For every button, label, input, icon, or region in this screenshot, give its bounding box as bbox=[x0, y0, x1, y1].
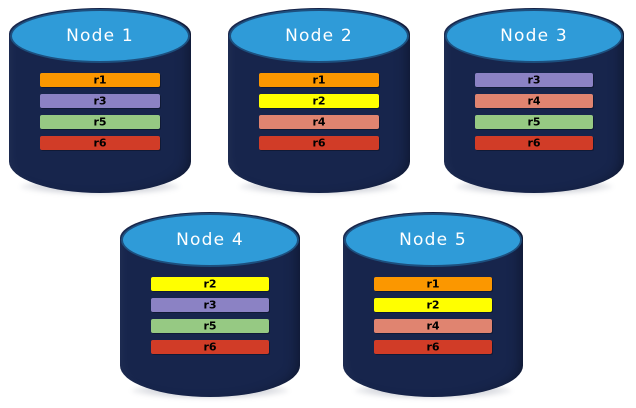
node-cylinder-5[interactable]: Node 5 r1 r2 r4 r6 bbox=[343, 212, 523, 399]
record-list: r1 r2 r4 r6 bbox=[258, 72, 380, 150]
record-bar-r6[interactable]: r6 bbox=[150, 339, 270, 354]
record-label: r4 bbox=[426, 319, 440, 333]
record-label: r2 bbox=[426, 298, 440, 312]
record-bar-r4[interactable]: r4 bbox=[474, 93, 594, 108]
record-bar-r3[interactable]: r3 bbox=[39, 93, 161, 108]
record-label: r3 bbox=[203, 298, 217, 312]
record-bar-r4[interactable]: r4 bbox=[373, 318, 493, 333]
record-bar-r1[interactable]: r1 bbox=[258, 72, 380, 87]
node-title: Node 1 bbox=[66, 26, 134, 47]
record-list: r1 r3 r5 r6 bbox=[39, 72, 161, 150]
record-bar-r2[interactable]: r2 bbox=[258, 93, 380, 108]
node-title: Node 5 bbox=[399, 230, 467, 251]
record-bar-r1[interactable]: r1 bbox=[373, 276, 493, 291]
record-label: r6 bbox=[312, 136, 326, 150]
node-top-disc: Node 2 bbox=[228, 9, 410, 63]
node-cylinder-4[interactable]: Node 4 r2 r3 r5 r6 bbox=[120, 212, 300, 399]
record-label: r1 bbox=[426, 277, 440, 291]
record-label: r6 bbox=[426, 340, 440, 354]
record-label: r5 bbox=[527, 115, 541, 129]
record-bar-r5[interactable]: r5 bbox=[150, 318, 270, 333]
record-label: r1 bbox=[312, 73, 326, 87]
record-label: r4 bbox=[527, 94, 541, 108]
record-label: r2 bbox=[203, 277, 217, 291]
record-label: r3 bbox=[527, 73, 541, 87]
node-cylinder-1[interactable]: Node 1 r1 r3 r5 r6 bbox=[9, 8, 191, 195]
node-top-disc: Node 3 bbox=[444, 9, 624, 63]
record-list: r1 r2 r4 r6 bbox=[373, 276, 493, 354]
record-bar-r5[interactable]: r5 bbox=[39, 114, 161, 129]
record-label: r4 bbox=[312, 115, 326, 129]
node-title: Node 4 bbox=[176, 230, 244, 251]
record-bar-r1[interactable]: r1 bbox=[39, 72, 161, 87]
record-list: r3 r4 r5 r6 bbox=[474, 72, 594, 150]
record-label: r5 bbox=[93, 115, 107, 129]
record-label: r6 bbox=[527, 136, 541, 150]
record-bar-r2[interactable]: r2 bbox=[150, 276, 270, 291]
record-label: r2 bbox=[312, 94, 326, 108]
record-label: r3 bbox=[93, 94, 107, 108]
record-label: r6 bbox=[93, 136, 107, 150]
record-label: r1 bbox=[93, 73, 107, 87]
node-cylinder-2[interactable]: Node 2 r1 r2 r4 r6 bbox=[228, 8, 410, 195]
record-label: r5 bbox=[203, 319, 217, 333]
record-bar-r6[interactable]: r6 bbox=[474, 135, 594, 150]
record-label: r6 bbox=[203, 340, 217, 354]
record-bar-r4[interactable]: r4 bbox=[258, 114, 380, 129]
node-top-disc: Node 5 bbox=[343, 213, 523, 267]
record-bar-r5[interactable]: r5 bbox=[474, 114, 594, 129]
record-list: r2 r3 r5 r6 bbox=[150, 276, 270, 354]
node-top-disc: Node 1 bbox=[9, 9, 191, 63]
record-bar-r6[interactable]: r6 bbox=[258, 135, 380, 150]
node-cylinder-3[interactable]: Node 3 r3 r4 r5 r6 bbox=[444, 8, 624, 195]
record-bar-r6[interactable]: r6 bbox=[373, 339, 493, 354]
node-title: Node 3 bbox=[500, 26, 568, 47]
record-bar-r3[interactable]: r3 bbox=[150, 297, 270, 312]
node-top-disc: Node 4 bbox=[120, 213, 300, 267]
record-bar-r6[interactable]: r6 bbox=[39, 135, 161, 150]
node-title: Node 2 bbox=[285, 26, 353, 47]
record-bar-r3[interactable]: r3 bbox=[474, 72, 594, 87]
record-bar-r2[interactable]: r2 bbox=[373, 297, 493, 312]
